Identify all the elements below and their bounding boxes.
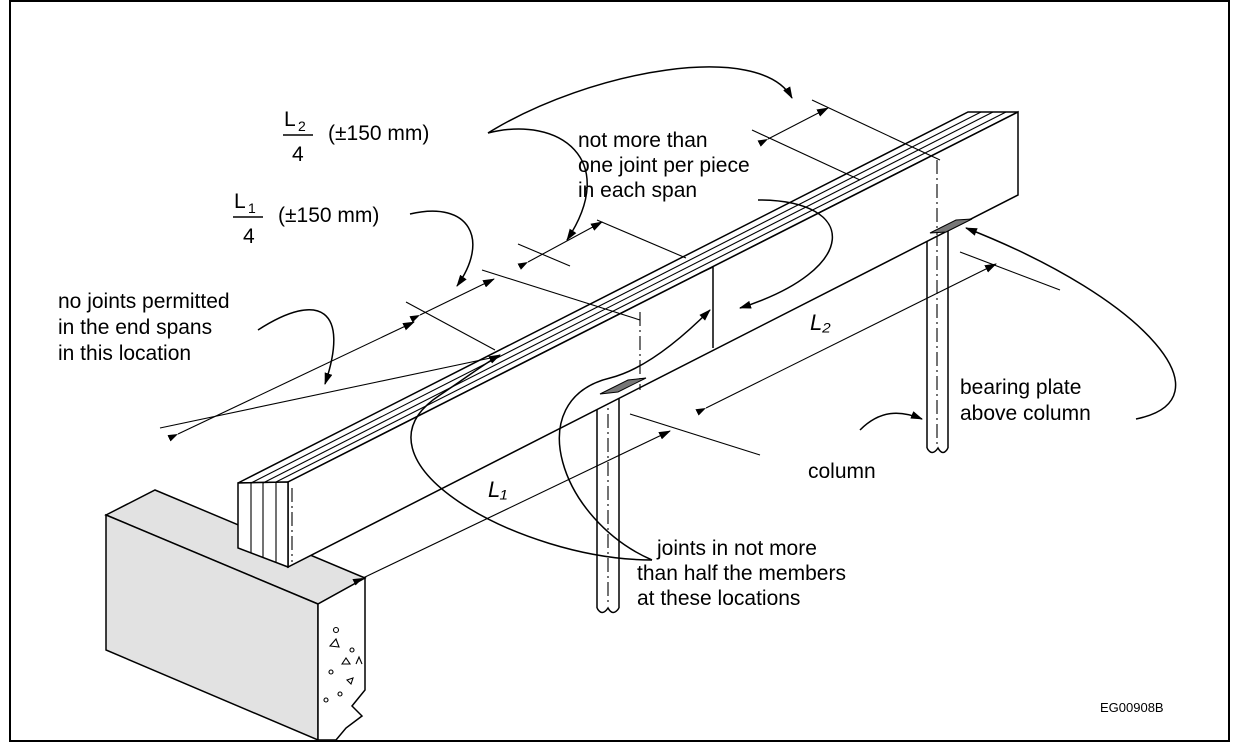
span-l2-label: L₂	[810, 310, 831, 335]
no-joints-label: no joints permitted in the end spans in …	[58, 290, 230, 365]
span-l1-label: L₁	[488, 477, 507, 502]
concrete-wall	[104, 489, 367, 742]
column-label: column	[808, 460, 876, 483]
figure-code: EG00908B	[1100, 700, 1164, 715]
no-joints-line-3: in this location	[58, 342, 191, 365]
l2-quarter-label: L 2 4 (±150 mm)	[283, 108, 429, 166]
bearing-plate-line-2: above column	[960, 402, 1091, 425]
l1-tolerance-text: (±150 mm)	[278, 204, 379, 227]
leader-lines	[257, 66, 1177, 561]
no-joints-line-1: no joints permitted	[58, 290, 230, 313]
half-members-line-3: at these locations	[637, 587, 800, 610]
l2-quarter-subscript: 2	[298, 118, 306, 134]
half-members-line-1: joints in not more	[656, 537, 817, 560]
one-joint-line-1: not more than	[578, 129, 708, 152]
one-joint-line-3: in each span	[578, 179, 697, 202]
figure-border	[9, 0, 1230, 742]
bearing-plate-line-1: bearing plate	[960, 376, 1081, 399]
one-joint-line-2: one joint per piece	[578, 154, 750, 177]
no-joints-line-2: in the end spans	[58, 316, 212, 339]
l2-tolerance-text: (±150 mm)	[328, 122, 429, 145]
l1-quarter-subscript: 1	[248, 200, 256, 216]
l1-quarter-denominator: 4	[243, 225, 255, 248]
l2-quarter-numerator: L	[284, 108, 296, 131]
column-2	[926, 226, 949, 454]
l1-quarter-label: L 1 4 (±150 mm)	[233, 190, 379, 248]
column-1	[596, 386, 620, 614]
half-members-line-2: than half the members	[637, 562, 846, 585]
dimension-lines	[159, 99, 1061, 586]
l1-quarter-numerator: L	[234, 190, 246, 213]
bearing-plate-label: bearing plate above column	[960, 376, 1091, 425]
half-members-label: joints in not more than half the members…	[637, 537, 846, 610]
one-joint-per-piece-label: not more than one joint per piece in eac…	[578, 129, 750, 202]
l2-quarter-denominator: 4	[292, 143, 304, 166]
